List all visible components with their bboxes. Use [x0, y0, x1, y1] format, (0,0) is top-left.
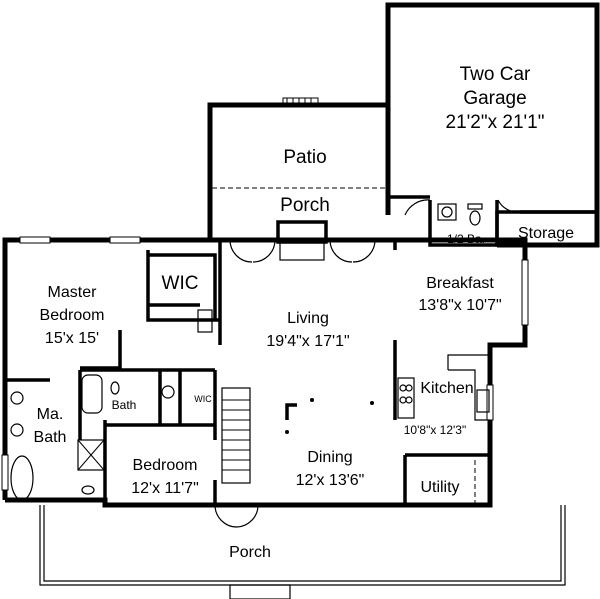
front-steps-icon	[229, 584, 291, 599]
garage-size: 21'2"x 21'1"	[446, 112, 545, 133]
bedroom-wic-label: WIC	[194, 394, 212, 404]
sink-icon	[437, 203, 457, 221]
half-bath-label: 1/2 Ba.	[447, 232, 485, 246]
front-door-icon	[214, 504, 259, 528]
storage-label: Storage	[518, 225, 574, 242]
kitchen-label: Kitchen	[420, 380, 473, 397]
dining-label: Dining	[307, 449, 352, 466]
master-bedroom-size: 15'x 15'	[45, 330, 99, 347]
bath-label: Bath	[112, 398, 137, 412]
master-bath-label: Bath	[34, 429, 67, 446]
living-size: 19'4"x 17'1"	[266, 333, 349, 350]
breakfast-label: Breakfast	[426, 275, 494, 292]
bathtub-icon	[81, 374, 103, 414]
door-swing-icon	[404, 199, 431, 216]
interior-walls	[5, 240, 490, 505]
living-label: Living	[287, 310, 329, 327]
master-bedroom-label: Master	[48, 284, 98, 301]
garage-label: Garage	[463, 88, 526, 109]
master-bath-label: Ma.	[37, 406, 64, 423]
french-door-icon	[229, 239, 276, 263]
sink-icon	[10, 391, 24, 405]
bedroom-label: Bedroom	[133, 457, 198, 474]
shower-icon	[77, 439, 105, 471]
master-bedroom-label: Bedroom	[40, 307, 105, 324]
kitchen-size: 10'8"x 12'3"	[404, 423, 466, 437]
bedroom-size: 12'x 11'7"	[131, 480, 199, 497]
cooktop-icon	[397, 377, 415, 419]
stairs-icon	[221, 387, 251, 484]
garage-label: Two Car	[460, 64, 531, 85]
front-porch	[39, 504, 566, 599]
rear-porch-label: Porch	[280, 195, 330, 216]
toilet-icon	[110, 381, 120, 395]
patio-label: Patio	[283, 147, 326, 168]
dining-size: 12'x 13'6"	[296, 472, 365, 489]
front-porch-label: Porch	[229, 544, 271, 561]
french-door-icon	[329, 239, 376, 263]
master-wic-label: WIC	[162, 273, 199, 294]
sink-icon	[10, 423, 24, 437]
kitchen-sink-icon	[476, 389, 490, 413]
patio	[207, 97, 388, 261]
toilet-icon	[469, 210, 481, 226]
storage-and-half-bath	[428, 200, 599, 247]
tub-icon	[10, 455, 34, 501]
sink-icon	[161, 385, 175, 399]
breakfast-size: 13'8"x 10'7"	[418, 297, 501, 314]
utility-label: Utility	[420, 479, 459, 496]
chimney-icon	[282, 97, 319, 107]
linen-icon	[197, 309, 213, 333]
toilet-icon	[81, 485, 95, 495]
